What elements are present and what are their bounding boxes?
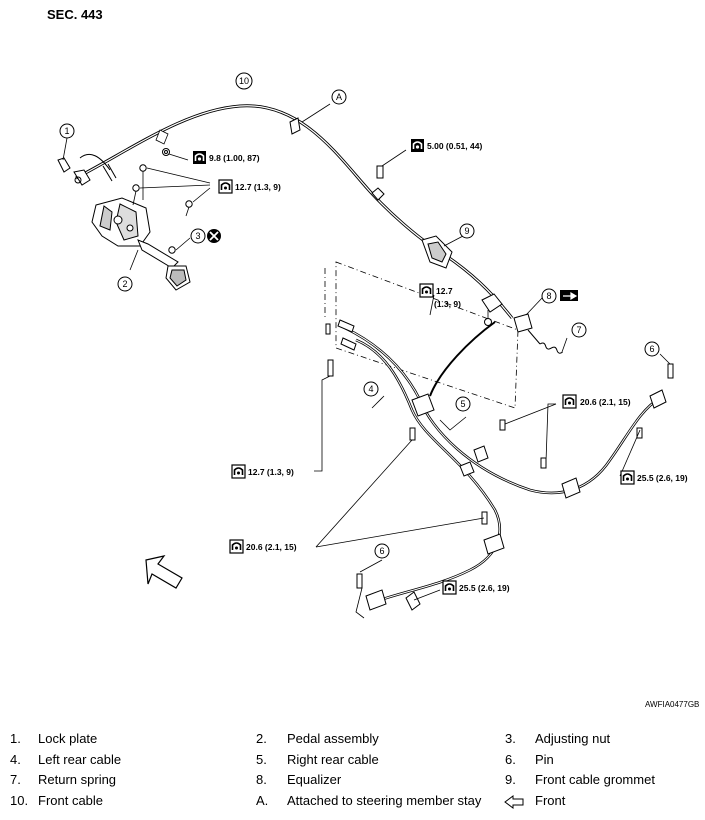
legend-num-4: 4. — [10, 752, 21, 767]
image-code: AWFIA0477GB — [645, 700, 700, 709]
callout-10 — [235, 72, 253, 90]
legend-label-2: Pedal assembly — [287, 731, 379, 746]
front-direction-arrow — [145, 555, 183, 589]
legend-num-6: 6. — [505, 752, 516, 767]
legend-num-10: 10. — [10, 793, 29, 808]
callout-9-text: 9 — [464, 226, 469, 236]
lubricate-icon — [560, 290, 578, 301]
torque-leaders — [314, 294, 671, 619]
rear-cable-bolts — [327, 359, 674, 589]
callout-10-text: 10 — [239, 76, 249, 86]
torque-icon — [192, 150, 207, 165]
callout-1-text: 1 — [64, 126, 69, 136]
torque-texts: 9.8 (1.00, 87) 12.7 (1.3, 9) 5.00 (0.51,… — [209, 141, 688, 593]
callout-A-text: A — [336, 92, 342, 102]
torque-icon — [410, 138, 425, 153]
pedal-bolt-leaders — [132, 129, 211, 251]
legend-num-A: A. — [256, 793, 269, 808]
callout-6a — [644, 341, 660, 357]
torque-9-text: 25.5 (2.6, 19) — [459, 583, 510, 593]
callouts — [59, 72, 660, 559]
callout-8 — [541, 288, 557, 304]
callout-4 — [363, 381, 379, 397]
legend-label-5: Right rear cable — [287, 752, 379, 767]
callout-texts: 1 2 3 4 5 6 6 7 8 9 10 A — [64, 76, 654, 556]
front-arrow-icon — [504, 795, 524, 809]
callout-6b-text: 6 — [379, 546, 384, 556]
legend-num-1: 1. — [10, 731, 21, 746]
callout-1 — [59, 123, 75, 139]
callout-4-text: 4 — [368, 384, 373, 394]
legend-label-A: Attached to steering member stay — [287, 793, 482, 808]
torque-icon — [419, 283, 434, 298]
torque-2-text: 12.7 (1.3, 9) — [235, 182, 281, 192]
torque-4a-text: 12.7 — [436, 286, 453, 296]
pedal-assembly — [91, 197, 191, 291]
callout-5 — [455, 396, 471, 412]
callout-5-text: 5 — [460, 399, 465, 409]
torque-5-text: 20.6 (2.1, 15) — [580, 397, 631, 407]
cable-clip-bolt — [371, 149, 407, 201]
torque-6-text: 25.5 (2.6, 19) — [637, 473, 688, 483]
front-cable-grommet — [421, 235, 464, 269]
front-cable — [75, 104, 514, 319]
legend-label-10: Front cable — [38, 793, 104, 808]
callout-7 — [571, 322, 587, 338]
legend-num-9: 9. — [505, 772, 516, 787]
alignment-guide — [324, 261, 519, 409]
lock-plate — [57, 154, 117, 186]
legend-label-front: Front — [535, 793, 566, 808]
parking-brake-diagram: 1 2 3 4 5 6 6 7 8 9 10 A 9.8 (1.00, 87) … — [57, 72, 688, 619]
torque-icon — [442, 580, 457, 595]
rear-cables — [344, 321, 661, 602]
callout-6b — [374, 543, 390, 559]
torque-4b-text: (1.3, 9) — [434, 299, 461, 309]
steering-member-bracket — [289, 103, 331, 135]
callout-9 — [459, 223, 475, 239]
torque-8-text: 20.6 (2.1, 15) — [246, 542, 297, 552]
torque-1-text: 9.8 (1.00, 87) — [209, 153, 260, 163]
callout-2 — [117, 276, 133, 292]
torque-7-text: 12.7 (1.3, 9) — [248, 467, 294, 477]
return-spring — [527, 329, 568, 354]
legend-num-5: 5. — [256, 752, 267, 767]
cable-ends — [325, 319, 667, 611]
callout-8-text: 8 — [546, 291, 551, 301]
torque-icon — [562, 394, 577, 409]
legend-num-2: 2. — [256, 731, 267, 746]
callout-6a-text: 6 — [649, 344, 654, 354]
torque-icon — [231, 464, 246, 479]
equalizer — [481, 293, 544, 333]
callout-3-text: 3 — [195, 231, 200, 241]
legend-label-7: Return spring — [38, 772, 117, 787]
legend-label-8: Equalizer — [287, 772, 342, 787]
legend-label-9: Front cable grommet — [535, 772, 655, 787]
legend-label-4: Left rear cable — [38, 752, 122, 767]
legend-label-3: Adjusting nut — [535, 731, 611, 746]
callout-A — [331, 89, 347, 105]
section-title: SEC. 443 — [47, 7, 103, 22]
legend-num-7: 7. — [10, 772, 21, 787]
do-not-reuse-icon — [207, 229, 221, 243]
legend-num-3: 3. — [505, 731, 516, 746]
torque-icon — [229, 539, 244, 554]
torque-icon — [218, 179, 233, 194]
legend-label-6: Pin — [535, 752, 554, 767]
callout-3 — [190, 228, 206, 244]
torque-icon — [620, 470, 635, 485]
callout-2-text: 2 — [122, 279, 127, 289]
legend-num-8: 8. — [256, 772, 267, 787]
torque-3-text: 5.00 (0.51, 44) — [427, 141, 482, 151]
callout-7-text: 7 — [576, 325, 581, 335]
legend-label-1: Lock plate — [38, 731, 98, 746]
